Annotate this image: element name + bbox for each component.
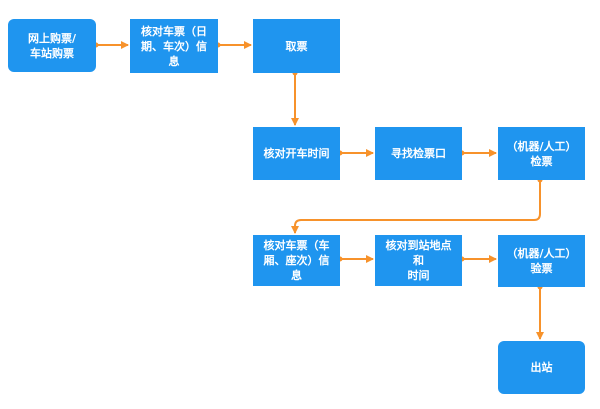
node-purchase: 网上购票/ 车站购票 <box>8 19 96 72</box>
node-verify-car-seat: 核对车票（车 厢、座次）信息 <box>253 235 340 286</box>
arrow-seat-to-destination <box>337 255 374 263</box>
arrow-collect-to-departure <box>291 70 299 126</box>
arrow-destination-to-inspect <box>459 255 497 263</box>
node-verify-departure: 核对开车时间 <box>253 127 340 180</box>
arrow-gate-to-check <box>459 149 497 157</box>
arrow-purchase-to-verify <box>93 41 129 49</box>
node-find-gate: 寻找检票口 <box>375 127 462 180</box>
arrow-verify-to-collect <box>215 41 252 49</box>
arrow-departure-to-gate <box>337 149 374 157</box>
node-verify-ticket-date: 核对车票（日 期、车次）信息 <box>130 19 218 73</box>
node-exit: 出站 <box>498 341 585 394</box>
node-verify-destination: 核对到站地点和 时间 <box>375 235 462 286</box>
node-check-ticket: （机器/人工） 检票 <box>498 127 585 180</box>
arrow-inspect-to-exit <box>536 284 544 340</box>
arrow-check-to-seat <box>291 177 543 234</box>
node-collect-ticket: 取票 <box>253 19 340 73</box>
node-inspect-ticket: （机器/人工） 验票 <box>498 235 585 287</box>
